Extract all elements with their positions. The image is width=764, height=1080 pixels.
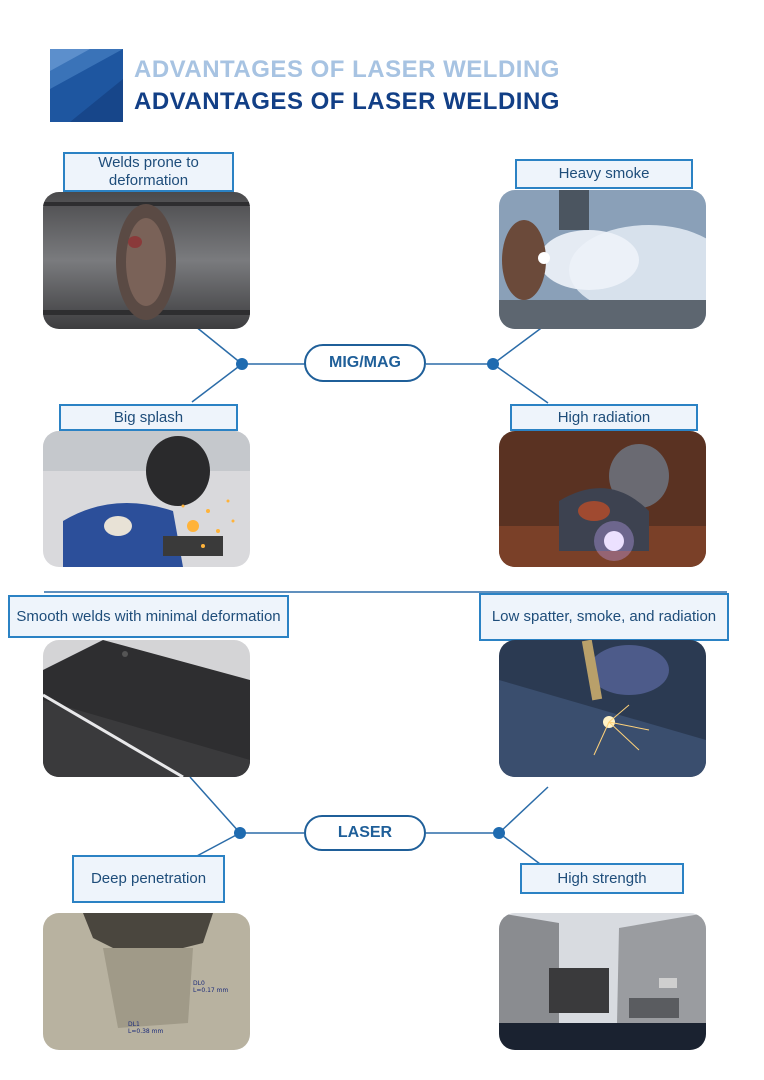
label-high-strength: High strength <box>520 863 684 894</box>
node-dot <box>234 827 246 839</box>
page-title-light: ADVANTAGES OF LASER WELDING <box>134 56 560 83</box>
label-big-splash: Big splash <box>59 404 238 431</box>
label-heavy-smoke: Heavy smoke <box>515 159 693 189</box>
node-dot <box>493 827 505 839</box>
label-smooth-welds: Smooth welds with minimal deformation <box>8 595 289 638</box>
brand-logo <box>50 49 123 122</box>
mig-mag-center-label: MIG/MAG <box>304 344 426 382</box>
photo-low-spatter <box>499 640 706 777</box>
page-title: ADVANTAGES OF LASER WELDING <box>134 88 560 115</box>
node-dot <box>487 358 499 370</box>
micrograph-label-dl1: DL1 <box>128 1021 140 1028</box>
node-dot <box>236 358 248 370</box>
photo-high-radiation <box>499 431 706 567</box>
micrograph-label-dl0: DL0 <box>193 980 205 987</box>
label-deep-penetration: Deep penetration <box>72 855 225 903</box>
photo-deep-penetration: DL0 L=0.17 mm DL1 L=0.38 mm <box>43 913 250 1050</box>
photo-heavy-smoke <box>499 190 706 329</box>
laser-center-label: LASER <box>304 815 426 851</box>
label-low-spatter-smoke-radiation: Low spatter, smoke, and radiation <box>479 593 729 641</box>
label-welds-prone-to-deformation: Welds prone to deformation <box>63 152 234 192</box>
label-high-radiation: High radiation <box>510 404 698 431</box>
photo-big-splash <box>43 431 250 567</box>
photo-deformed-weld <box>43 192 250 329</box>
micrograph-label-l1: L=0.38 mm <box>128 1028 163 1035</box>
photo-high-strength <box>499 913 706 1050</box>
micrograph-label-l0: L=0.17 mm <box>193 987 228 994</box>
photo-smooth-weld <box>43 640 250 777</box>
logo-graphic <box>50 49 123 122</box>
